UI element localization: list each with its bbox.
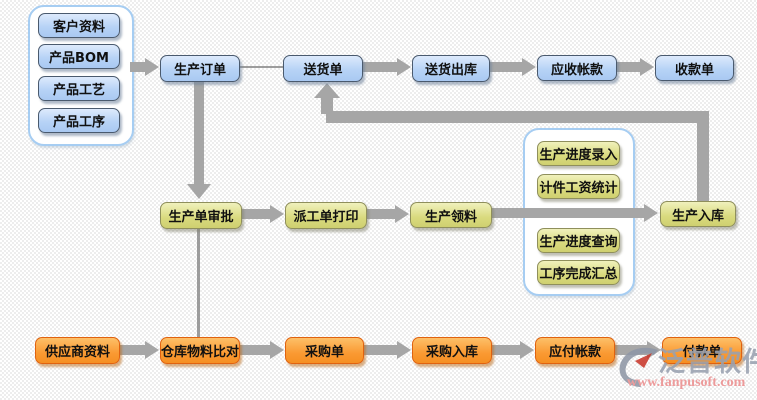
feedback-line-vertical <box>697 111 709 201</box>
watermark-brand-text: 泛普软件 <box>658 347 757 378</box>
feedback-line-horizontal <box>326 111 709 123</box>
arrow-head <box>644 204 658 222</box>
arrow-shaft <box>130 62 145 72</box>
arrow-head <box>145 341 159 359</box>
arrow-head <box>145 58 159 76</box>
node-progress-entry: 生产进度录入 <box>537 141 620 166</box>
arrow-head <box>397 58 411 76</box>
arrow-purchase-order-to-purchase-inbound <box>363 341 411 359</box>
node-delivery-outbound: 送货出库 <box>412 55 490 82</box>
arrow-requisition-to-inbound <box>490 204 658 222</box>
line-production-order-to-delivery-note <box>238 66 283 68</box>
arrow-dispatch-to-requisition <box>366 205 409 223</box>
arrow-basicdata-to-production-order <box>130 58 159 76</box>
node-payment-note: 付款单 <box>662 337 742 364</box>
arrow-shaft <box>362 62 397 72</box>
arrow-head <box>640 58 654 76</box>
fanpu-logo-icon <box>619 347 658 387</box>
node-production-approval: 生产单审批 <box>160 202 242 229</box>
arrow-shaft <box>489 62 522 72</box>
arrow-head <box>187 184 211 199</box>
arrow-shaft <box>366 209 395 219</box>
node-piece-wage-stats: 计件工资统计 <box>537 174 620 199</box>
node-product-craft: 产品工艺 <box>38 76 120 101</box>
node-delivery-note: 送货单 <box>283 55 363 82</box>
arrow-supplier-to-warehouse-check <box>119 341 159 359</box>
arrow-head <box>314 83 340 98</box>
arrow-shaft <box>614 345 647 355</box>
arrow-shaft <box>239 345 270 355</box>
arrow-shaft <box>194 80 204 184</box>
arrow-head <box>395 205 409 223</box>
node-payable: 应付帐款 <box>535 337 615 364</box>
arrow-head <box>270 205 284 223</box>
arrow-production-order-to-approval <box>187 80 211 199</box>
node-supplier-info: 供应商资料 <box>35 337 120 364</box>
node-customer-info: 客户资料 <box>38 13 120 38</box>
node-dispatch-print: 派工单打印 <box>285 202 367 229</box>
arrow-outbound-to-receivable <box>489 58 536 76</box>
arrow-delivery-note-to-outbound <box>362 58 411 76</box>
watermark-logo: 泛普软件 www.fanpusoft.com <box>616 340 757 398</box>
arrow-head <box>522 58 536 76</box>
arrow-shaft <box>491 345 520 355</box>
node-product-process: 产品工序 <box>38 108 120 133</box>
arrow-shaft <box>490 208 644 218</box>
arrow-shaft <box>616 62 640 72</box>
node-process-summary: 工序完成汇总 <box>537 260 620 285</box>
node-warehouse-material-check: 仓库物料比对 <box>160 337 240 364</box>
arrow-head <box>520 341 534 359</box>
arrow-purchase-inbound-to-payable <box>491 341 534 359</box>
arrow-head <box>397 341 411 359</box>
node-receipt-note: 收款单 <box>655 55 734 81</box>
arrow-shaft <box>241 209 270 219</box>
node-progress-query: 生产进度查询 <box>537 228 620 253</box>
arrow-shaft <box>321 98 333 114</box>
node-receivable: 应收帐款 <box>537 55 617 81</box>
arrow-shaft <box>119 345 145 355</box>
arrow-head <box>270 341 284 359</box>
arrow-approval-to-dispatch <box>241 205 284 223</box>
watermark-url-text: www.fanpusoft.com <box>627 375 746 390</box>
node-purchase-order: 采购单 <box>285 337 364 364</box>
arrow-feedback-to-delivery-note <box>314 83 340 114</box>
node-production-inbound: 生产入库 <box>660 201 736 227</box>
node-purchase-inbound: 采购入库 <box>412 337 492 364</box>
node-product-bom: 产品BOM <box>38 44 120 69</box>
arrow-warehouse-check-to-purchase-order <box>239 341 284 359</box>
node-production-order: 生产订单 <box>160 55 240 82</box>
arrow-shaft <box>363 345 397 355</box>
node-material-requisition: 生产领料 <box>410 202 492 228</box>
line-approval-to-warehouse-check <box>197 227 200 337</box>
arrow-receivable-to-receipt <box>616 58 654 76</box>
